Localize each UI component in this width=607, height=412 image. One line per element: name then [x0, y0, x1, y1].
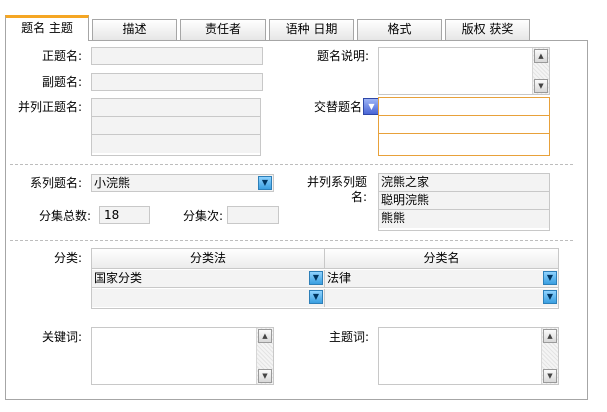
chevron-down-icon[interactable]: ▼: [543, 290, 557, 304]
tab-language-date[interactable]: 语种 日期: [269, 19, 354, 40]
parallel-series-row[interactable]: 浣熊之家: [379, 174, 549, 192]
parallel-title-row[interactable]: [92, 135, 260, 153]
keywords-scrollbar[interactable]: ▲ ▼: [256, 328, 273, 384]
chevron-down-icon[interactable]: ▼: [309, 271, 323, 285]
section-divider: [10, 164, 573, 165]
volume-number-label: 分集次:: [182, 209, 223, 223]
scroll-down-icon[interactable]: ▼: [534, 79, 548, 93]
subtitle-label: 副题名:: [41, 75, 82, 89]
parallel-title-list: [91, 98, 261, 156]
keywords-label: 关键词:: [41, 330, 82, 344]
tab-responsibility[interactable]: 责任者: [180, 19, 266, 40]
alternate-title-row[interactable]: [379, 98, 549, 116]
keywords-textarea[interactable]: ▲ ▼: [91, 327, 274, 385]
tab-title-subject[interactable]: 题名 主题: [5, 15, 89, 41]
subtitle-field[interactable]: [91, 73, 263, 91]
alternate-title-row[interactable]: [379, 116, 549, 134]
series-title-label: 系列题名:: [29, 176, 82, 190]
classification-name-select[interactable]: 法律 ▼: [325, 270, 558, 288]
title-note-label: 题名说明:: [316, 49, 369, 63]
column-header-method: 分类法: [92, 249, 325, 269]
volume-number-field[interactable]: [227, 206, 279, 224]
classification-method-select[interactable]: ▼: [92, 289, 325, 307]
classification-label: 分类:: [53, 251, 82, 265]
scroll-up-icon[interactable]: ▲: [543, 329, 557, 343]
total-volumes-label: 分集总数:: [38, 209, 91, 223]
classification-table: 分类法 分类名 国家分类 ▼ 法律 ▼ ▼ ▼: [91, 248, 559, 309]
series-title-select[interactable]: 小浣熊 ▼: [91, 174, 274, 192]
parallel-series-list: 浣熊之家 聪明浣熊 熊熊: [378, 173, 550, 231]
main-title-field[interactable]: [91, 47, 263, 65]
alternate-title-label: 交替题名: [314, 100, 363, 114]
classification-name-select[interactable]: ▼: [325, 289, 558, 307]
total-volumes-field[interactable]: 18: [99, 206, 150, 224]
title-note-textarea[interactable]: ▲ ▼: [378, 47, 550, 95]
chevron-down-icon[interactable]: ▼: [543, 271, 557, 285]
parallel-title-row[interactable]: [92, 117, 260, 135]
chevron-down-icon[interactable]: ▼: [258, 176, 272, 190]
title-note-scrollbar[interactable]: ▲ ▼: [532, 48, 549, 94]
tab-description[interactable]: 描述: [92, 19, 177, 40]
main-title-label: 正题名:: [41, 49, 82, 63]
classification-name-value: 法律: [327, 271, 352, 285]
parallel-series-label-cont: 名:: [350, 190, 367, 204]
scroll-down-icon[interactable]: ▼: [258, 369, 272, 383]
parallel-title-row[interactable]: [92, 99, 260, 117]
parallel-series-label: 并列系列题: [306, 175, 367, 189]
column-header-name: 分类名: [325, 249, 558, 269]
chevron-down-icon[interactable]: ▼: [309, 290, 323, 304]
classification-method-value: 国家分类: [94, 271, 143, 285]
scroll-up-icon[interactable]: ▲: [534, 49, 548, 63]
tab-format[interactable]: 格式: [357, 19, 442, 40]
subject-scrollbar[interactable]: ▲ ▼: [541, 328, 558, 384]
scroll-up-icon[interactable]: ▲: [258, 329, 272, 343]
subject-textarea[interactable]: ▲ ▼: [378, 327, 559, 385]
parallel-title-label: 并列正题名:: [17, 100, 82, 114]
alternate-title-row[interactable]: [379, 134, 549, 152]
scroll-down-icon[interactable]: ▼: [543, 369, 557, 383]
alternate-title-list: [378, 97, 550, 156]
parallel-series-row[interactable]: 熊熊: [379, 210, 549, 228]
section-divider: [10, 240, 573, 241]
classification-method-select[interactable]: 国家分类 ▼: [92, 270, 325, 288]
tab-copyright-awards[interactable]: 版权 获奖: [445, 19, 530, 40]
series-title-value: 小浣熊: [94, 176, 131, 190]
subject-label: 主题词:: [328, 330, 369, 344]
parallel-series-row[interactable]: 聪明浣熊: [379, 192, 549, 210]
